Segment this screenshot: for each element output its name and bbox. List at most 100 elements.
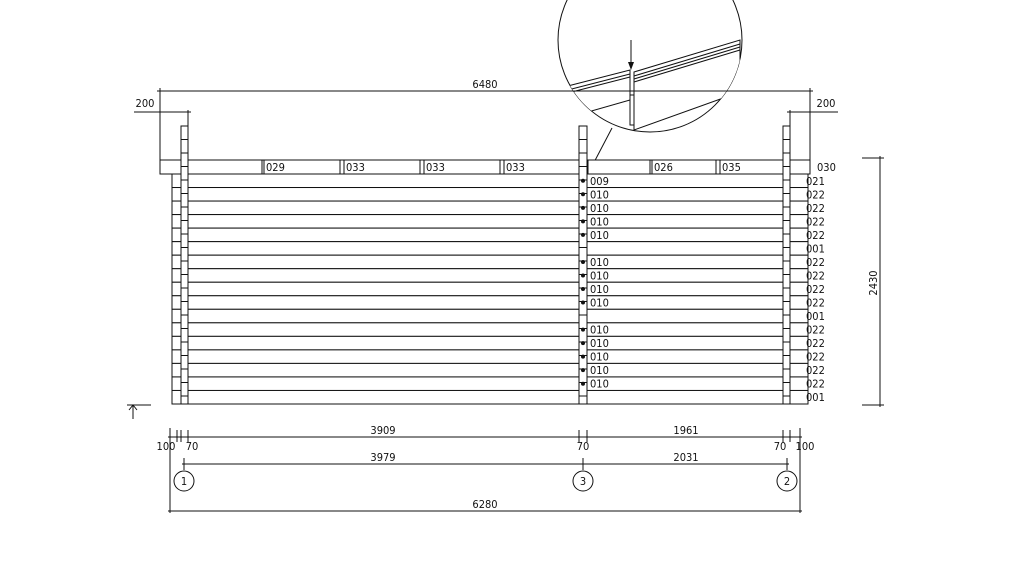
row-label-mid: 010 — [590, 324, 609, 337]
posts — [180, 125, 791, 405]
top-plate-segment — [423, 159, 501, 175]
log-row — [171, 254, 809, 270]
top-plate-segment — [187, 159, 263, 175]
row-label-right: 022 — [806, 269, 825, 282]
log-row — [171, 349, 809, 364]
row-label-right: 022 — [806, 297, 825, 310]
log-row — [171, 241, 809, 256]
dowel-dot — [581, 232, 585, 237]
row-label-mid: 010 — [590, 256, 609, 269]
dim-70-right: 70 — [774, 440, 787, 453]
row-label-right: 001 — [806, 242, 825, 255]
row-label-right: 001 — [806, 391, 825, 404]
dowel-dot — [581, 205, 585, 210]
row-label-mid: 010 — [590, 269, 609, 282]
dowel-dot — [581, 178, 585, 183]
row-label-right: 022 — [806, 324, 825, 337]
row-label-mid: 010 — [590, 351, 609, 364]
dim-2031: 2031 — [673, 451, 698, 464]
log-row — [171, 295, 809, 310]
row-label-right: 022 — [806, 337, 825, 350]
dowel-dot — [581, 354, 585, 359]
top-plate-segment — [587, 159, 651, 175]
dim-200-right: 200 — [817, 97, 836, 110]
dowel-dot — [581, 327, 585, 332]
row-label-right: 022 — [806, 215, 825, 228]
dim-1961: 1961 — [673, 424, 698, 437]
dim-70-left: 70 — [186, 440, 199, 453]
axis-label-3: 3 — [580, 475, 586, 488]
row-label-right: 022 — [806, 256, 825, 269]
row-label-mid: 010 — [590, 188, 609, 201]
row-label-right: 022 — [806, 188, 825, 201]
top-plate-label: 029 — [266, 161, 285, 174]
dowel-dot — [581, 368, 585, 373]
row-label-right: 022 — [806, 378, 825, 391]
log-row — [171, 308, 809, 324]
log-row — [171, 376, 809, 391]
top-plate-segment — [263, 159, 341, 175]
dim-2430: 2430 — [867, 270, 880, 295]
dim-100-left: 100 — [157, 440, 176, 453]
top-plate-label: 026 — [654, 161, 673, 174]
dim-6480: 6480 — [472, 78, 497, 91]
post — [578, 125, 588, 405]
log-row — [171, 281, 809, 297]
log-row — [171, 214, 809, 229]
dowel-dot — [581, 381, 585, 386]
row-label-right: 022 — [806, 283, 825, 296]
log-row — [171, 187, 809, 202]
axis-label-2: 2 — [784, 475, 790, 488]
dowel-dot — [581, 341, 585, 346]
row-label-right: 022 — [806, 351, 825, 364]
log-row — [171, 227, 809, 243]
row-label-right: 022 — [806, 364, 825, 377]
dowel-dot — [581, 300, 585, 305]
row-label-mid: 010 — [590, 364, 609, 377]
log-joint-detail — [559, 39, 741, 131]
axis-markers: 1 3 2 — [173, 470, 798, 492]
top-plate-segment — [343, 159, 421, 175]
dim-200-left: 200 — [136, 97, 155, 110]
row-label-right: 021 — [806, 175, 825, 188]
row-label-mid: 010 — [590, 215, 609, 228]
row-label-mid: 010 — [590, 202, 609, 215]
log-row — [171, 362, 809, 378]
dowel-dot — [581, 192, 585, 197]
row-label-right: 001 — [806, 310, 825, 323]
detail-circle — [557, 0, 743, 133]
top-dimensions: 6480 200 200 — [134, 78, 838, 160]
log-row — [171, 322, 809, 337]
dowel-dot — [581, 259, 585, 264]
log-row — [171, 268, 809, 283]
log-row — [171, 200, 809, 216]
dowel-dot — [581, 287, 585, 291]
row-label-mid: 010 — [590, 337, 609, 350]
post — [180, 125, 189, 405]
row-label-mid: 010 — [590, 378, 609, 391]
post — [782, 125, 791, 405]
row-label-right: 022 — [806, 202, 825, 215]
dim-6280: 6280 — [472, 498, 497, 511]
dowel-dot — [581, 273, 585, 278]
dim-70-mid: 70 — [577, 440, 590, 453]
row-labels: 0210090220100220100220100220100010220100… — [581, 175, 825, 404]
top-plate-label: 033 — [426, 161, 445, 174]
row-label-mid: 010 — [590, 229, 609, 242]
height-dimension: 2430 — [862, 156, 884, 407]
top-plate: 029 033 033 033 026 035 — [187, 159, 786, 175]
wall-logs — [159, 159, 811, 405]
top-plate-label: 033 — [506, 161, 525, 174]
log-row — [171, 335, 809, 351]
top-plate-segment — [651, 159, 717, 175]
row-label-mid: 010 — [590, 297, 609, 310]
dim-3909: 3909 — [370, 424, 395, 437]
log-row — [171, 173, 809, 189]
top-plate-label: 035 — [722, 161, 741, 174]
top-plate-label: 033 — [346, 161, 365, 174]
row-label-mid: 010 — [590, 283, 609, 296]
dowel-dot — [581, 219, 585, 224]
bottom-dimensions: 3909 1961 100 70 70 70 100 3979 2031 628… — [157, 424, 814, 513]
